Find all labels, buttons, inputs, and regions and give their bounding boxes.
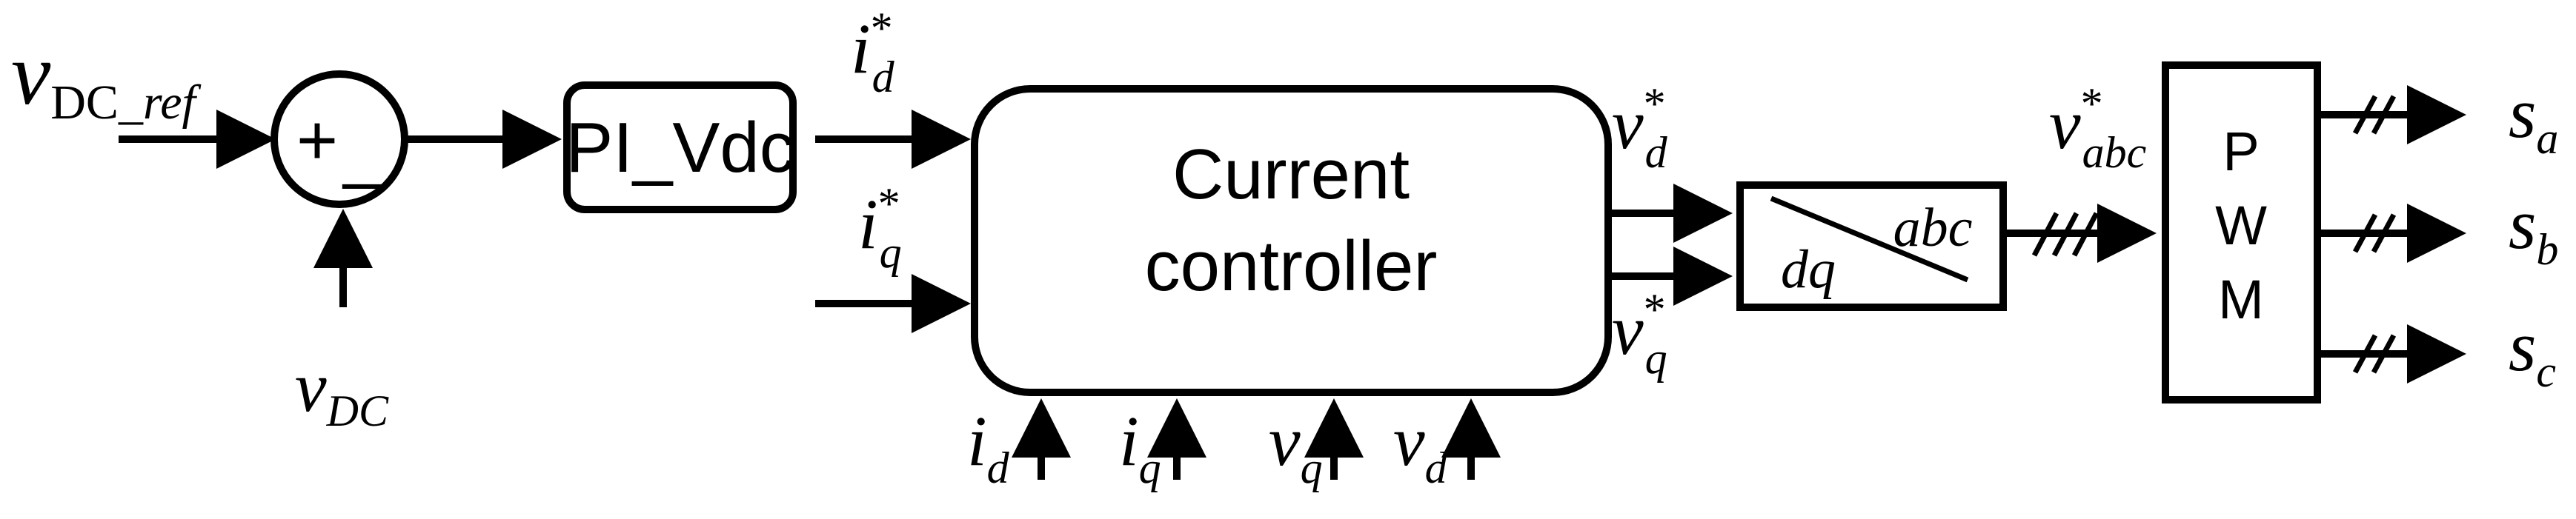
summing-junction — [270, 70, 408, 208]
sb-base: s — [2509, 184, 2536, 264]
vdc-feedback-label: vDC — [295, 347, 389, 435]
vd-ref-subscript: d — [1645, 128, 1668, 177]
sc-subscript: c — [2536, 347, 2556, 396]
vq-input-label: vq — [1269, 401, 1323, 492]
bus-tick-2 — [2051, 212, 2079, 257]
transform-diagonal — [1770, 195, 1969, 283]
sc-tick-1 — [2352, 334, 2378, 374]
vabc-ref-subscript: abc — [2082, 128, 2147, 177]
sc-base: s — [2509, 307, 2536, 386]
id-ref-base: i — [851, 9, 871, 88]
iq-input-base: i — [1119, 401, 1139, 481]
transform-from-label: dq — [1781, 239, 1836, 300]
sa-tick-2 — [2371, 95, 2397, 135]
sc-label: sc — [2509, 307, 2556, 396]
sa-base: s — [2509, 73, 2536, 153]
vd-ref-superscript: * — [1644, 79, 1666, 128]
id-ref-subscript: d — [872, 53, 895, 101]
vdc-feedback-subscript: DC — [326, 386, 389, 435]
current-controller-line2: controller — [1145, 227, 1438, 306]
vabc-ref-label: v*abc — [2049, 79, 2146, 177]
vd-input-label: vd — [1393, 401, 1448, 492]
vd-input-subscript: d — [1425, 443, 1448, 492]
pi-vdc-label: PI_Vdc — [565, 108, 795, 187]
iq-ref-label: i*q — [858, 179, 902, 277]
vabc-ref-base: v — [2049, 84, 2081, 164]
iq-ref-base: i — [858, 184, 878, 264]
bus-tick-1 — [2031, 212, 2059, 257]
iq-ref-superscript: * — [878, 179, 900, 228]
pwm-letter-w: W — [2215, 195, 2267, 256]
vdc-ref-subscript-dc: DC — [50, 76, 119, 130]
transform-to-label: abc — [1893, 198, 1973, 258]
vd-input-base: v — [1393, 401, 1425, 481]
current-controller-block — [971, 85, 1612, 396]
bus-tick-3 — [2071, 212, 2099, 257]
sa-subscript: a — [2536, 114, 2558, 163]
vq-input-base: v — [1269, 401, 1301, 481]
id-input-base: i — [967, 401, 987, 481]
dq-abc-transform-block — [1736, 181, 2007, 311]
vd-ref-base: v — [1612, 84, 1644, 164]
vq-ref-subscript: q — [1645, 334, 1667, 383]
pi-vdc-block — [563, 81, 797, 213]
vdc-ref-base: v — [11, 24, 51, 123]
sb-label: sb — [2509, 184, 2558, 274]
sb-subscript: b — [2536, 225, 2558, 274]
iq-input-label: iq — [1119, 401, 1161, 492]
current-controller-line1: Current — [1172, 135, 1410, 214]
id-input-subscript: d — [987, 443, 1010, 492]
sb-tick-1 — [2352, 213, 2378, 253]
vdc-feedback-base: v — [295, 347, 327, 426]
vdc-ref-label: vDC_ref — [11, 24, 201, 130]
id-ref-label: i*d — [851, 4, 895, 101]
sc-tick-2 — [2371, 334, 2397, 374]
vdc-ref-subscript-ref: _ref — [118, 76, 202, 130]
vq-ref-label: v*q — [1612, 285, 1667, 383]
id-input-label: id — [967, 401, 1010, 492]
vq-ref-base: v — [1612, 290, 1644, 369]
iq-ref-subscript: q — [880, 228, 902, 277]
sum-minus-sign: _ — [342, 111, 384, 190]
vq-input-subscript: q — [1301, 443, 1323, 492]
pwm-letter-m: M — [2218, 269, 2264, 330]
id-ref-superscript: * — [871, 4, 893, 53]
sum-plus-sign: + — [296, 101, 338, 180]
vd-ref-label: v*d — [1612, 79, 1668, 177]
sa-label: sa — [2509, 73, 2558, 163]
vq-ref-superscript: * — [1644, 285, 1666, 334]
pwm-letter-p: P — [2223, 121, 2259, 182]
sb-tick-2 — [2371, 213, 2397, 253]
iq-input-subscript: q — [1139, 443, 1161, 492]
sa-tick-1 — [2352, 95, 2378, 135]
vabc-ref-superscript: * — [2081, 79, 2103, 128]
